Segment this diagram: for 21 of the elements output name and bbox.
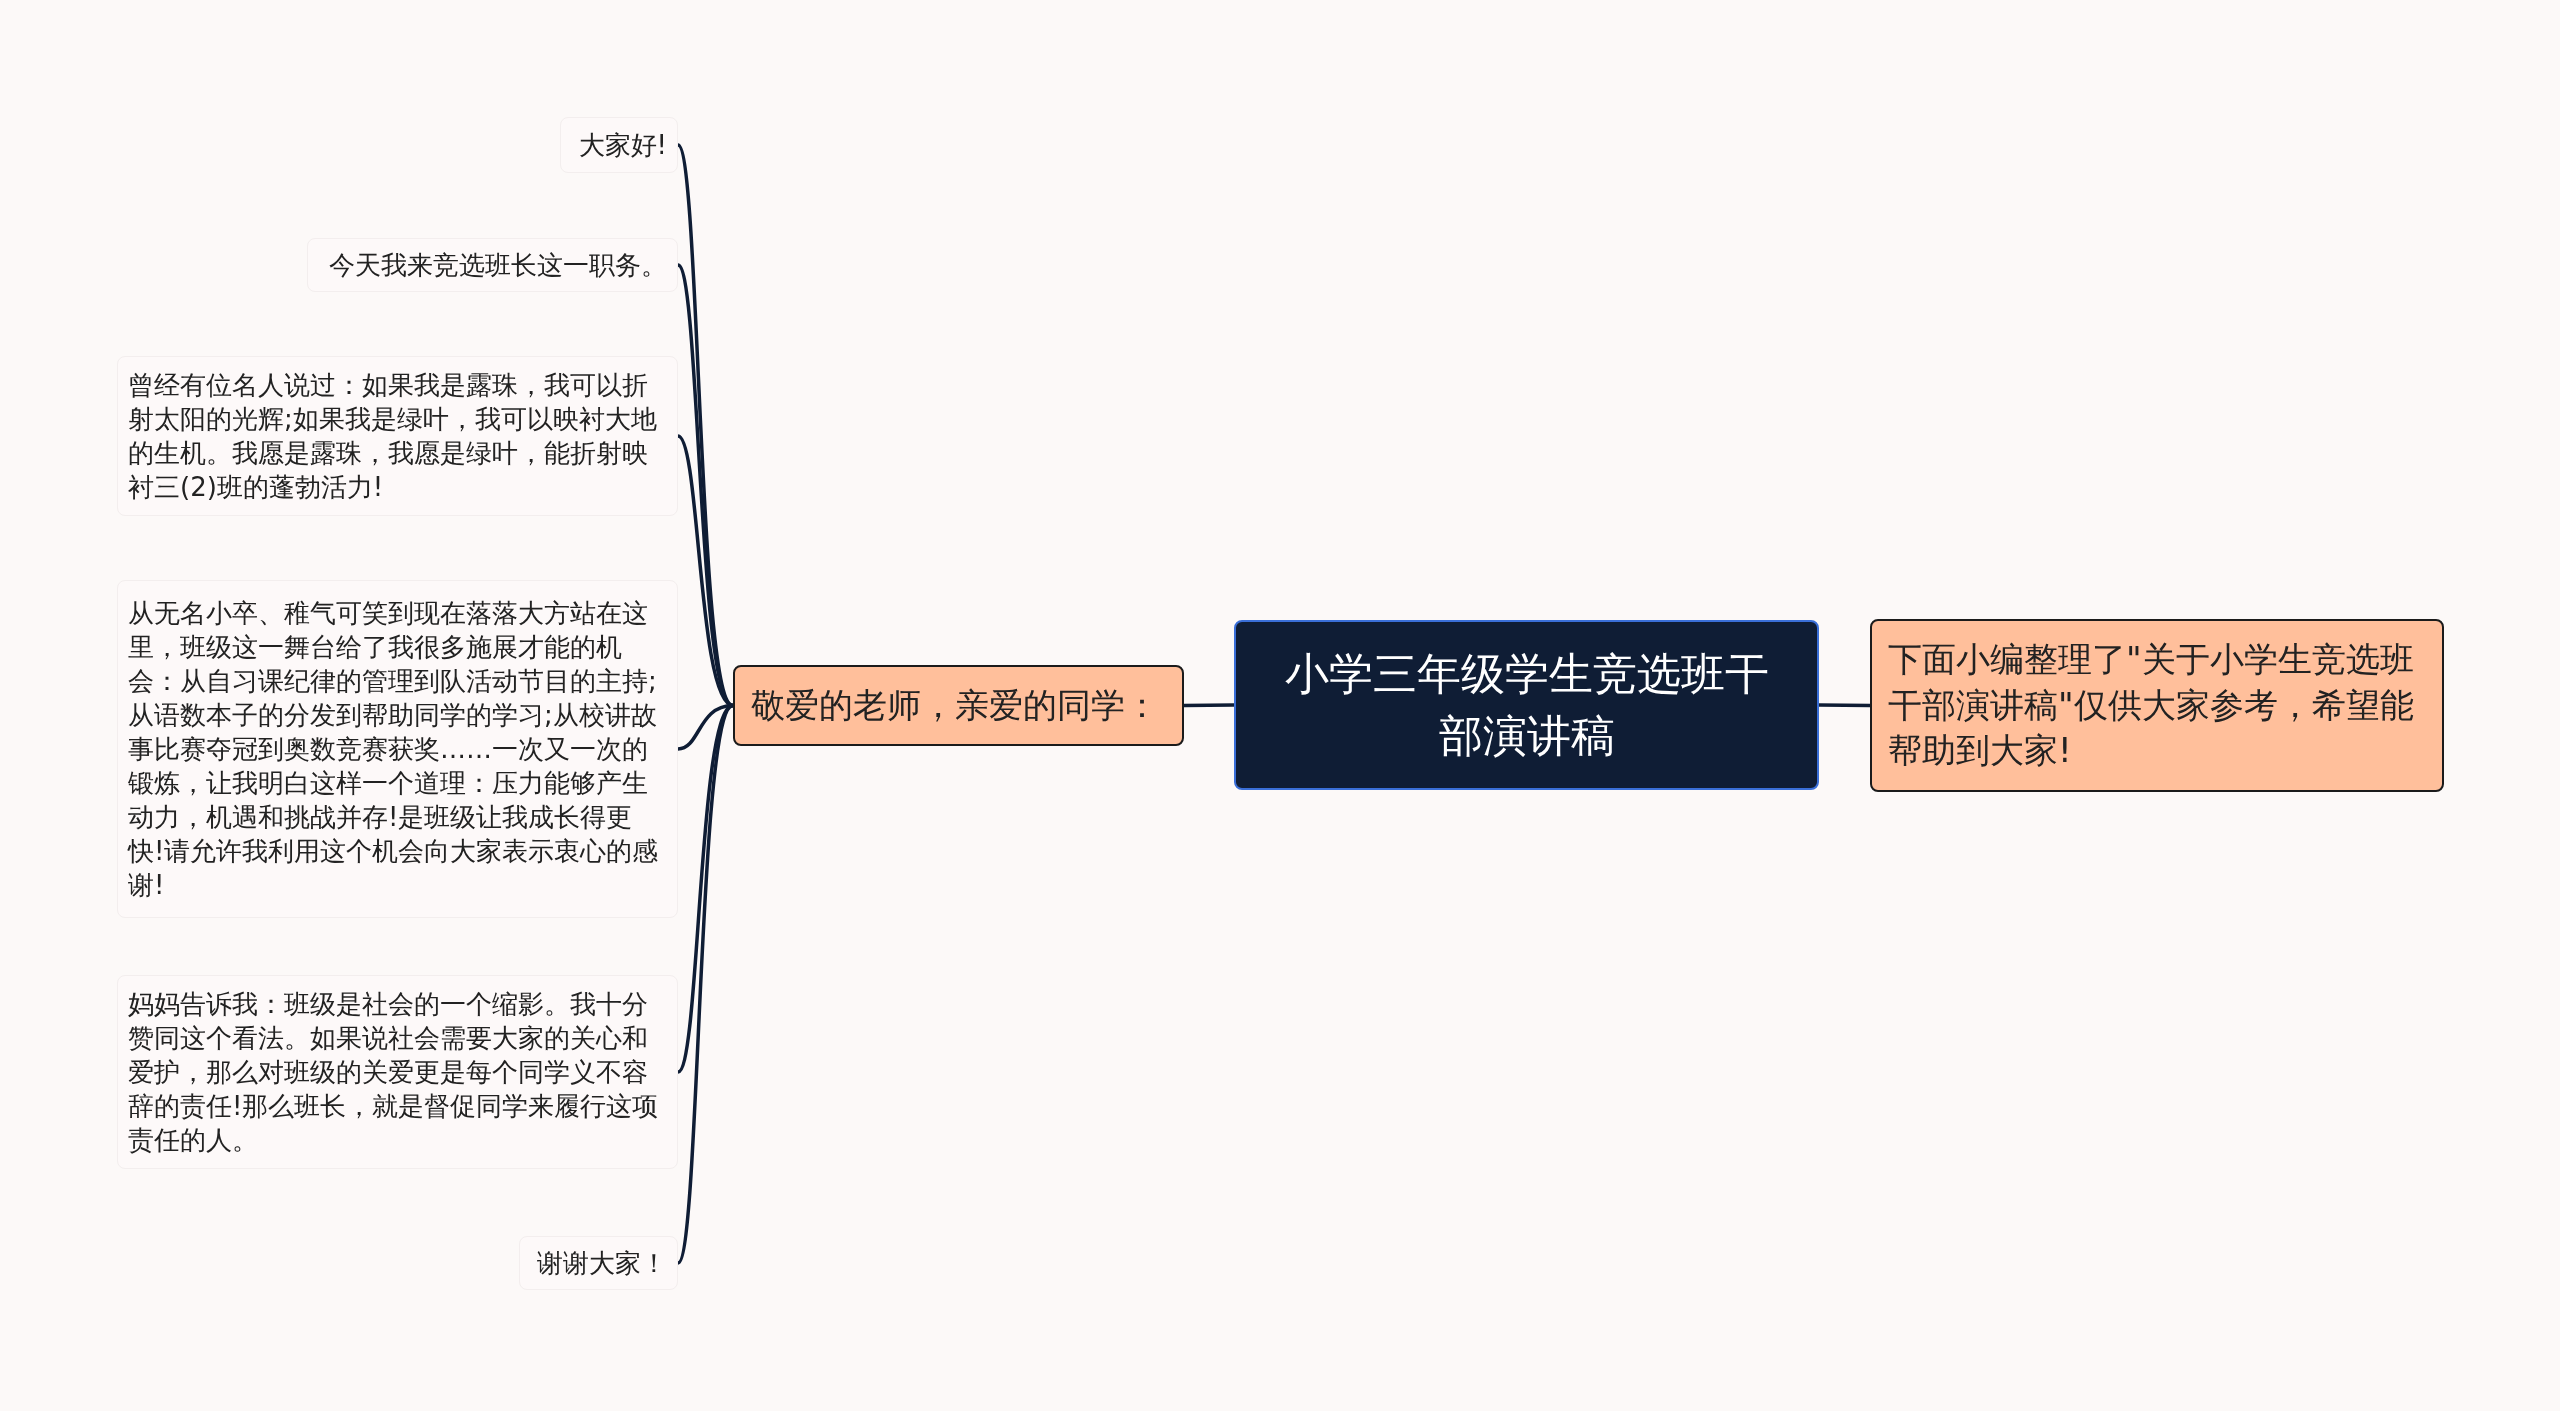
node-text: 曾经有位名人说过：如果我是露珠，我可以折射太阳的光辉;如果我是绿叶，我可以映衬大地的生机。我愿是露珠，我愿是绿叶，能折射映衬三(2)班的蓬勃活力! bbox=[128, 369, 658, 504]
node-text: 妈妈告诉我：班级是社会的一个缩影。我十分赞同这个看法。如果说社会需要大家的关心和爱护，那么对班级的关爱更是每个同学义不容辞的责任!那么班长，就是督促同学来履行这项责任的人。 bbox=[128, 988, 660, 1157]
text-card bbox=[519, 1236, 678, 1290]
node-text: 大家好! bbox=[578, 129, 667, 162]
topic-box bbox=[1870, 619, 2444, 792]
text-card bbox=[117, 356, 678, 516]
connector-line bbox=[1819, 703, 1870, 708]
node-text: 今天我来竞选班长这一职务。 bbox=[329, 249, 667, 282]
node-text: 从无名小卒、稚气可笑到现在落落大方站在这里，班级这一舞台给了我很多施展才能的机会：从自习课纪律的管理到队活动节目的主持;从语数本子的分发到帮助同学的学习;从校讲故事比赛夺冠到奥数竞赛获奖……一次又一次的锻炼，让我明白这样一个道理：压力能够产生动力，机遇和挑战并存!是班级让我成长得更快!请允许我利用这个机会向大家表示衷心的感谢! bbox=[128, 597, 660, 902]
topic-box bbox=[733, 665, 1184, 746]
node-text: 下面小编整理了"关于小学生竞选班干部演讲稿"仅供大家参考，希望能帮助到大家! bbox=[1888, 637, 2415, 773]
node-text: 敬爱的老师，亲爱的同学： bbox=[751, 683, 1159, 727]
node-text: 谢谢大家！ bbox=[537, 1247, 667, 1280]
connector-line bbox=[1184, 703, 1234, 708]
text-card bbox=[560, 117, 678, 173]
connector-line bbox=[676, 704, 735, 1264]
central-topic-box bbox=[1234, 620, 1819, 790]
connector-line bbox=[676, 434, 734, 707]
text-card bbox=[307, 238, 678, 292]
text-card bbox=[117, 975, 678, 1169]
node-text: 小学三年级学生竞选班干部演讲稿 bbox=[1283, 647, 1770, 763]
